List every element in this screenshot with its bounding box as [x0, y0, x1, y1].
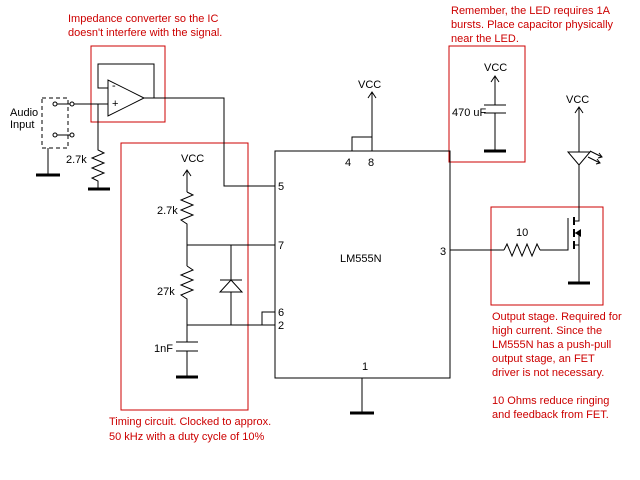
- timing-note-line: Timing circuit. Clocked to approx.: [109, 416, 271, 428]
- pin-8-label: 8: [368, 157, 374, 169]
- gate-resistor-label: 10: [516, 227, 528, 239]
- output-note-line: high current. Since the: [492, 325, 602, 337]
- ic-label: LM555N: [340, 253, 382, 265]
- led-emission-arrows: [587, 150, 603, 165]
- pin-5-label: 5: [278, 181, 284, 193]
- audio-input-line: Audio: [10, 107, 38, 119]
- vcc-label-timing: VCC: [181, 153, 204, 165]
- pin-4-label: 4: [345, 157, 351, 169]
- vcc-label-ic: VCC: [358, 79, 381, 91]
- timing-note-line: 50 kHz with a duty cycle of 10%: [109, 431, 265, 443]
- output-fet: [573, 165, 581, 282]
- output-note-line: Output stage. Required for: [492, 311, 622, 323]
- r1-label: 2.7k: [157, 205, 178, 217]
- timing-note: Timing circuit. Clocked to approx. 50 kH…: [109, 416, 274, 443]
- opamp-feedback-wire: [97, 63, 155, 98]
- output-note-line: LM555N has a push-pull: [492, 339, 611, 351]
- opamp-buffer: [107, 79, 146, 117]
- output-note-line: and feedback from FET.: [492, 409, 609, 421]
- gate-wire: [540, 222, 569, 251]
- output-note-line: driver is not necessary.: [492, 367, 604, 379]
- led-note: Remember, the LED requires 1A bursts. Pl…: [451, 5, 616, 45]
- gate-resistor: [503, 242, 541, 258]
- r2-label: 27k: [157, 286, 175, 298]
- timing-resistor-r1: [179, 191, 195, 228]
- opamp-plus-label: +: [112, 98, 118, 110]
- vcc-label-cap: VCC: [484, 62, 507, 74]
- output-stage-box: [490, 206, 604, 306]
- opamp-output-wire: [144, 97, 275, 187]
- impedance-converter-box: [90, 45, 166, 123]
- pin-6-wire: [261, 311, 275, 325]
- led-capacitor-box: [448, 45, 526, 163]
- pin-4-wire: [351, 136, 372, 151]
- output-note-line: output stage, an FET: [492, 353, 595, 365]
- cap-led-label: 470 uF: [452, 107, 487, 119]
- audio-jack: [36, 97, 75, 177]
- opamp-minus-label: -: [112, 80, 116, 92]
- input-resistor: [90, 143, 106, 188]
- cap-timing-label: 1nF: [154, 343, 173, 355]
- impedance-note-line: Impedance converter so the IC: [68, 13, 218, 25]
- pin-6-label: 6: [278, 307, 284, 319]
- pin-3-label: 3: [440, 246, 446, 258]
- audio-input-label: Audio Input: [10, 107, 41, 131]
- led-note-line: Remember, the LED requires 1A: [451, 5, 611, 17]
- pin-1-label: 1: [362, 361, 368, 373]
- pin-7-label: 7: [278, 240, 284, 252]
- output-led: [566, 151, 592, 166]
- input-resistor-label: 2.7k: [66, 154, 87, 166]
- pin-2-label: 2: [278, 320, 284, 332]
- timing-circuit-box: [120, 142, 249, 411]
- vcc-label-led: VCC: [566, 94, 589, 106]
- vcc-arrow: [367, 91, 377, 99]
- led-note-line: bursts. Place capacitor physically: [451, 19, 614, 31]
- timing-resistor-r2: [179, 265, 195, 303]
- timing-diode: [218, 279, 244, 293]
- impedance-note-line: doesn't interfere with the signal.: [68, 27, 222, 39]
- output-note-line: 10 Ohms reduce ringing: [492, 395, 609, 407]
- output-note: Output stage. Required for high current.…: [492, 311, 625, 421]
- audio-input-line: Input: [10, 119, 34, 131]
- led-note-line: near the LED.: [451, 33, 519, 45]
- impedance-note: Impedance converter so the IC doesn't in…: [68, 13, 222, 39]
